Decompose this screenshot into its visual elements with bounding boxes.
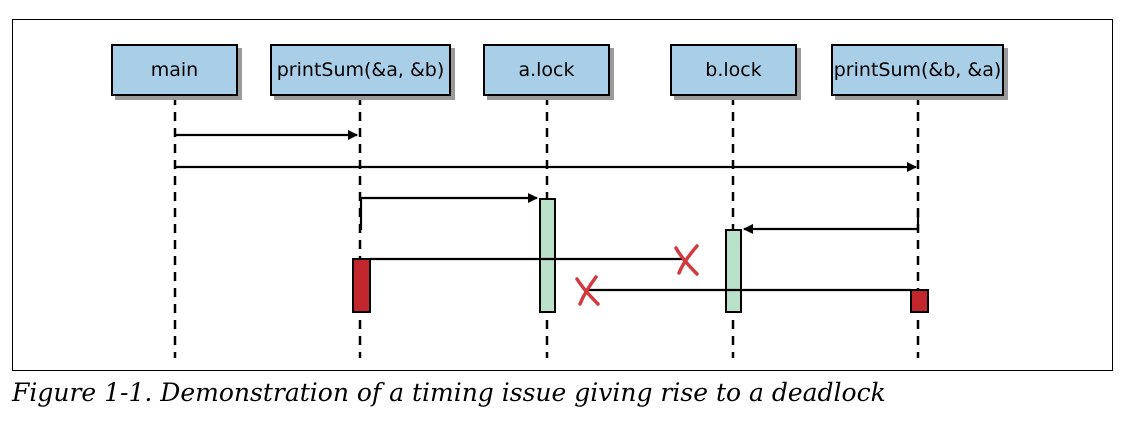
b-lock-held-bar bbox=[725, 229, 742, 313]
participant-b-lock: b.lock bbox=[670, 44, 797, 96]
blocked-x-icon bbox=[575, 275, 600, 306]
participant-label: b.lock bbox=[705, 59, 762, 81]
message-printsum-ba-locks-b bbox=[743, 210, 920, 234]
printsum-ba-blocked-bar bbox=[910, 289, 929, 313]
participant-a-lock: a.lock bbox=[483, 44, 610, 96]
figure-caption: Figure 1-1. Demonstration of a timing is… bbox=[12, 378, 886, 407]
diagram-frame bbox=[12, 19, 1113, 371]
participant-main: main bbox=[111, 44, 238, 96]
participant-label: main bbox=[150, 59, 199, 81]
participant-label: printSum(&a, &b) bbox=[276, 59, 445, 81]
participant-printsum-ab: printSum(&a, &b) bbox=[270, 44, 451, 96]
blocked-x-icon bbox=[674, 244, 699, 276]
participant-printsum-ba: printSum(&b, &a) bbox=[831, 44, 1004, 96]
message-printsum-ab-locks-a bbox=[359, 193, 538, 230]
participant-label: printSum(&b, &a) bbox=[833, 59, 1002, 81]
participant-label: a.lock bbox=[518, 59, 575, 81]
a-lock-held-bar bbox=[539, 198, 556, 313]
printsum-ab-blocked-bar bbox=[352, 258, 371, 313]
